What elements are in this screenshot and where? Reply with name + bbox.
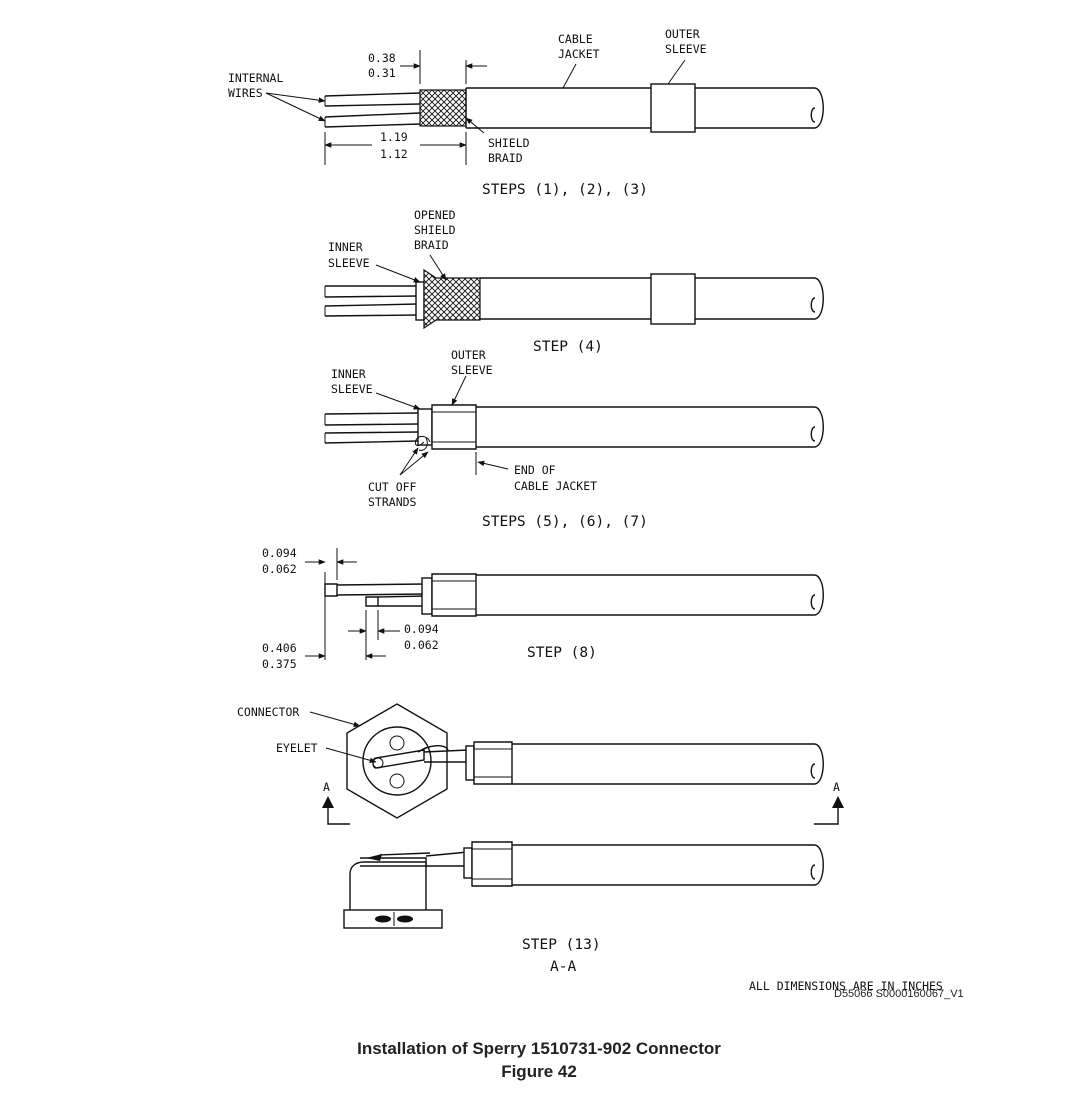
dimensions-note: ALL DIMENSIONS ARE IN INCHES bbox=[749, 979, 943, 993]
label-opened-1: OPENED bbox=[414, 208, 456, 222]
label-inner-sleeve-2: SLEEVE bbox=[328, 256, 370, 270]
view-step-4: OPENED SHIELD BRAID INNER SLEEVE STEP (4… bbox=[324, 208, 824, 355]
label-cable-jacket-2: JACKET bbox=[558, 47, 600, 61]
connector-section-view bbox=[349, 861, 427, 912]
view-steps-5-6-7: OUTER SLEEVE INNER SLEEVE END OF CABLE J… bbox=[324, 348, 824, 530]
dim4-top-1: 0.094 bbox=[262, 546, 297, 560]
connector-hex bbox=[346, 703, 448, 819]
view-step-8: 0.094 0.062 0.094 0.062 0.406 0.375 STEP… bbox=[262, 546, 824, 671]
view-steps-1-2-3: INTERNAL WIRES 0.38 0.31 CABLE JACKET OU… bbox=[228, 27, 824, 198]
shield-braid bbox=[419, 89, 467, 127]
step-label-1-2-3: STEPS (1), (2), (3) bbox=[482, 182, 648, 198]
label-end-jacket-1: END OF bbox=[514, 463, 556, 477]
dim-top-2: 0.31 bbox=[368, 66, 396, 80]
dim-bottom-1: 1.19 bbox=[380, 130, 408, 144]
label-cable-jacket-1: CABLE bbox=[558, 32, 593, 46]
label-inner-sleeve-3-1: INNER bbox=[331, 367, 366, 381]
section-label-right: A bbox=[833, 780, 840, 794]
opened-shield-braid bbox=[423, 268, 481, 330]
label-outer-sleeve-2: SLEEVE bbox=[665, 42, 707, 56]
step-label-5-6-7: STEPS (5), (6), (7) bbox=[482, 514, 648, 530]
label-end-jacket-2: CABLE JACKET bbox=[514, 479, 597, 493]
step-label-13: STEP (13) bbox=[522, 937, 601, 953]
figure-number: Figure 42 bbox=[501, 1062, 577, 1081]
label-outer-sleeve-3-2: SLEEVE bbox=[451, 363, 493, 377]
label-outer-sleeve-3-1: OUTER bbox=[451, 348, 486, 362]
dim4-top-2: 0.062 bbox=[262, 562, 297, 576]
label-shield-braid-2: BRAID bbox=[488, 151, 523, 165]
label-shield-braid-1: SHIELD bbox=[488, 136, 530, 150]
view-step-13: CONNECTOR EYELET A A STEP (13) A-A bbox=[237, 703, 844, 975]
outer-sleeve bbox=[650, 83, 696, 133]
dim4-bottom-1: 0.406 bbox=[262, 641, 297, 655]
section-label-left: A bbox=[323, 780, 330, 794]
step-label-4: STEP (4) bbox=[533, 339, 603, 355]
step-label-8: STEP (8) bbox=[527, 645, 597, 661]
dim4-bottom-2: 0.375 bbox=[262, 657, 297, 671]
dim-top-1: 0.38 bbox=[368, 51, 396, 65]
label-outer-sleeve-1: OUTER bbox=[665, 27, 700, 41]
figure-title: Installation of Sperry 1510731-902 Conne… bbox=[357, 1039, 721, 1058]
label-cut-off-2: STRANDS bbox=[368, 495, 417, 509]
label-cut-off-1: CUT OFF bbox=[368, 480, 417, 494]
label-internal-wires-1: INTERNAL bbox=[228, 71, 283, 85]
dim4-mid-2: 0.062 bbox=[404, 638, 439, 652]
label-internal-wires-2: WIRES bbox=[228, 86, 263, 100]
drawing-id: D55066 S0000160067_V1 bbox=[834, 988, 964, 1000]
label-inner-sleeve-1: INNER bbox=[328, 240, 363, 254]
section-label-aa: A-A bbox=[550, 959, 576, 975]
label-opened-3: BRAID bbox=[414, 238, 449, 252]
dim4-mid-1: 0.094 bbox=[404, 622, 439, 636]
outer-sleeve-installed bbox=[431, 404, 477, 450]
label-eyelet: EYELET bbox=[276, 741, 318, 755]
label-opened-2: SHIELD bbox=[414, 223, 456, 237]
connector-installation-diagram: INTERNAL WIRES 0.38 0.31 CABLE JACKET OU… bbox=[228, 27, 964, 1000]
label-inner-sleeve-3-2: SLEEVE bbox=[331, 382, 373, 396]
dim-bottom-2: 1.12 bbox=[380, 147, 408, 161]
label-connector: CONNECTOR bbox=[237, 705, 299, 719]
